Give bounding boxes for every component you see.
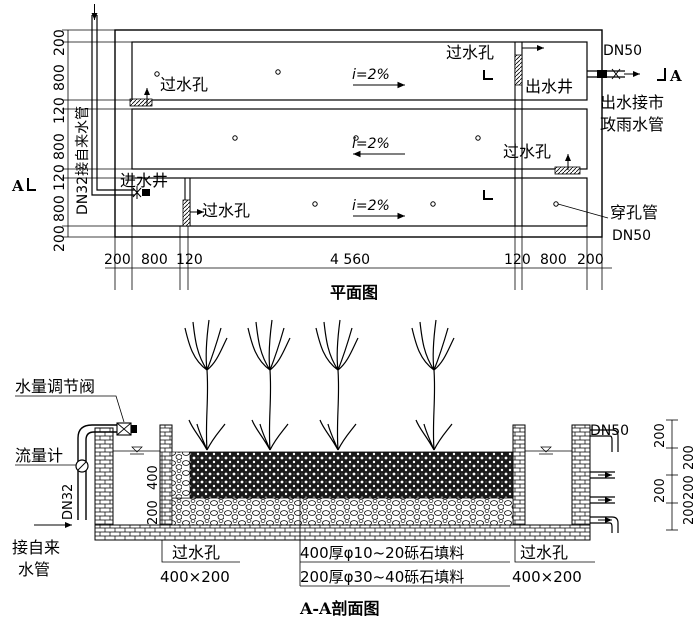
plan-label-hole-2: 过水孔 <box>446 43 494 62</box>
plan-dims-bottom <box>105 226 612 290</box>
plan-dim-bottom-4: 4 560 <box>330 252 370 268</box>
section-wall-right-outer <box>571 424 591 526</box>
plan-dim-bottom-5: 120 <box>504 252 531 268</box>
plan-hole-hatch-3 <box>182 199 191 227</box>
label-tap-1: 接自来 <box>12 538 60 557</box>
plan-cut-mark-2 <box>483 190 493 200</box>
label-dn50-section: DN50 <box>590 423 629 439</box>
plan-dim-left-3: 120 <box>52 97 68 124</box>
label-gravel-top: 400厚φ10~20砾石填料 <box>300 544 464 562</box>
plan-dim-bottom-2: 800 <box>141 252 168 268</box>
outlet-arrows <box>598 472 612 523</box>
gravel-coarse-layer <box>171 497 514 526</box>
plan-dim-labels-left: 200 800 120 800 120 800 200 <box>52 29 68 252</box>
plan-dim-labels-bottom: 200 800 120 4 560 120 800 200 <box>104 252 604 268</box>
right-dim-5: 200 <box>682 475 697 500</box>
section-dim-400: 400 <box>146 465 161 490</box>
plan-dim-bottom-1: 200 <box>104 252 131 268</box>
plan-dim-left-6: 800 <box>52 195 68 222</box>
label-valve: 水量调节阀 <box>15 377 95 396</box>
plan-section-label-left: A <box>11 177 24 195</box>
plan-outlet-valve <box>611 68 621 80</box>
plan-section-mark-right <box>657 68 666 81</box>
plan-outer-wall <box>114 29 603 238</box>
plan-hole-hatch-4 <box>514 54 523 86</box>
valve-outlet <box>131 425 137 433</box>
plan-label-inlet-well: 进水井 <box>120 171 168 190</box>
label-flowmeter: 流量计 <box>15 446 63 465</box>
leader-valve <box>15 395 125 423</box>
plan-outlet-connector <box>597 70 607 78</box>
plan-inlet-valve <box>132 186 142 199</box>
water-level-mark-left <box>130 446 144 455</box>
plan-slope-1: i=2% <box>352 67 390 83</box>
label-dn32: DN32 <box>61 484 76 520</box>
right-dim-4: 200 <box>682 500 697 525</box>
label-hole-right: 过水孔 <box>520 543 568 562</box>
plan-dim-left-7: 200 <box>52 225 68 252</box>
plan-label-outlet-connect-1: 出水接市 <box>600 93 664 112</box>
plan-perforated-leader <box>557 203 609 219</box>
plan-dim-left-4: 800 <box>52 133 68 160</box>
label-hole-left-size: 400×200 <box>160 568 230 586</box>
plan-slope-2: i=2% <box>352 136 390 152</box>
plan-dim-bottom-3: 120 <box>176 252 203 268</box>
label-gravel-bottom: 200厚φ30~40砾石填料 <box>300 568 464 586</box>
plan-section-label-right: A <box>669 67 682 85</box>
plan-label-perforated-1: 穿孔管 <box>610 203 658 222</box>
plan-label-inlet-pipe: DN32接自来水管 <box>74 106 91 215</box>
section-right-dim-labels: 200 200 200 200 200 <box>653 423 697 525</box>
section-wall-left-outer <box>94 427 114 526</box>
water-level-mark-right <box>539 446 553 455</box>
plan-perforated-dots <box>154 69 559 207</box>
section-title: A-A剖面图 <box>299 599 379 618</box>
section-base-slab <box>94 524 591 541</box>
plan-title: 平面图 <box>330 283 378 302</box>
plan-inlet-connector <box>142 189 150 196</box>
label-hole-left: 过水孔 <box>172 543 220 562</box>
plan-dim-bottom-7: 200 <box>577 252 604 268</box>
inlet-zone-gravel <box>171 451 191 499</box>
plan-channel-2 <box>131 108 588 170</box>
reed-plants <box>184 319 455 451</box>
leader-hole-right <box>514 540 595 563</box>
plan-label-perforated-2: DN50 <box>612 228 651 244</box>
label-tap-2: 水管 <box>18 560 50 579</box>
section-inlet-pipe <box>77 424 120 520</box>
plan-inlet-pipe <box>91 15 135 196</box>
plan-dim-bottom-6: 800 <box>540 252 567 268</box>
plan-slope-3: i=2% <box>352 198 390 214</box>
plan-channel-3 <box>131 177 588 227</box>
section-outlet-pipes <box>590 429 619 533</box>
plan-label-outlet-connect-2: 政雨水管 <box>600 115 664 134</box>
leader-hole-left <box>161 540 240 563</box>
valve-cross <box>116 422 132 436</box>
plan-label-hole-3: 过水孔 <box>503 142 551 161</box>
plan-cut-mark-1 <box>483 70 493 80</box>
right-dim-3: 200 <box>653 478 668 503</box>
plan-label-outlet-well: 出水井 <box>525 77 573 96</box>
plan-label-hole-1: 过水孔 <box>160 75 208 94</box>
right-dim-1: 200 <box>653 423 668 448</box>
plan-dim-left-1: 200 <box>52 29 68 56</box>
plan-dims-left <box>62 29 132 238</box>
section-right-dims <box>666 419 678 531</box>
section-dim-200: 200 <box>146 500 161 525</box>
section-view: 200 200 200 200 200 400 200 水量调节阀 流量计 DN… <box>12 319 697 618</box>
plan-dim-left-5: 120 <box>52 164 68 191</box>
flowmeter-needle <box>77 461 87 471</box>
plan-view: i=2% i=2% i=2% A A 过水孔 过水孔 过水孔 过水孔 出水井 进… <box>11 4 682 302</box>
plan-label-hole-4: 过水孔 <box>202 201 250 220</box>
section-wall-outlet <box>512 424 526 526</box>
plan-dim-left-2: 800 <box>52 64 68 91</box>
plan-hole-hatch-1 <box>129 98 153 107</box>
label-hole-right-size: 400×200 <box>512 568 582 586</box>
leader-gravel <box>299 480 510 587</box>
gravel-fine-layer <box>189 451 514 499</box>
plan-label-dn50: DN50 <box>603 43 642 59</box>
plan-section-mark-left <box>27 178 36 191</box>
right-dim-2: 200 <box>682 445 697 470</box>
